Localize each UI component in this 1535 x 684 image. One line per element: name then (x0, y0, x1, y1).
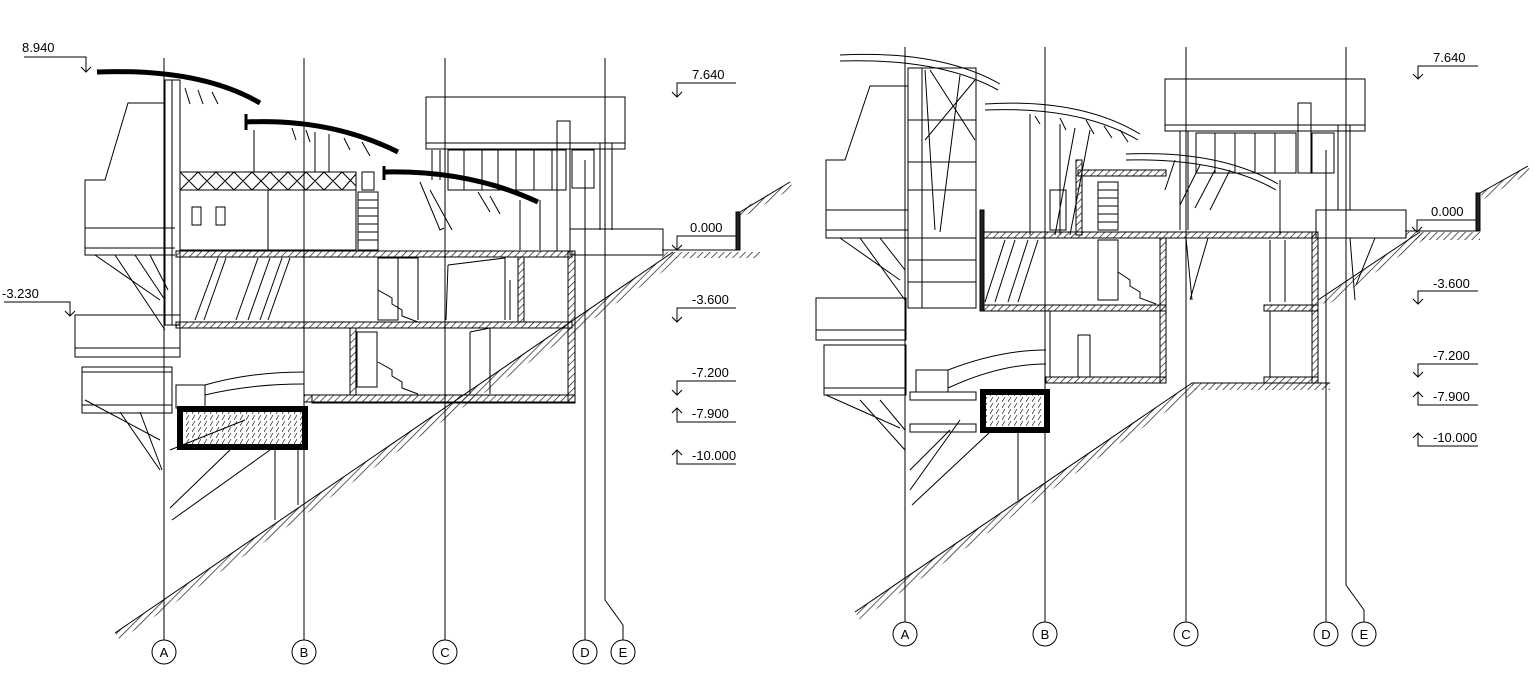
right-axis-e-bubble (1351, 621, 1377, 647)
right-axis-a-bubble (892, 621, 918, 647)
right-roof-1 (839, 53, 1001, 85)
right-level-floor-2: -7.200 (1433, 348, 1470, 363)
right-axis-line-e (1345, 47, 1365, 622)
left-balcony-railing (179, 171, 357, 191)
right-axis-b-label: B (1041, 627, 1050, 642)
left-slab-1 (175, 321, 573, 329)
left-axis-b-label: B (300, 645, 309, 660)
left-tank (177, 406, 308, 450)
left-labels: 8.940 7.640 0.000 -3.230 -3.600 -7.200 -… (2, 40, 736, 660)
left-level-lower-terrace: -3.230 (2, 286, 39, 301)
left-axis-e-label: E (619, 645, 628, 660)
right-roof-3 (1125, 153, 1279, 185)
left-roof-3 (383, 169, 540, 205)
left-level-roof: 7.640 (692, 67, 725, 82)
left-axis-e-bubble (610, 639, 636, 665)
right-lower-curved-roof (947, 349, 1047, 389)
left-axis-d-label: D (580, 645, 589, 660)
left-level-ground: 0.000 (690, 220, 723, 235)
left-roof-2 (245, 119, 400, 155)
left-roof-1 (96, 69, 262, 106)
right-slab-0 (979, 231, 1319, 239)
right-axis-a-label: A (901, 627, 910, 642)
right-ground-hatch (855, 383, 1198, 620)
right-slab-1 (979, 304, 1167, 312)
left-axis-bubbles (151, 639, 636, 665)
left-ground-upper-hatch (662, 252, 760, 258)
right-axis-b-bubble (1032, 621, 1058, 647)
right-level-foundation: -10.000 (1433, 430, 1477, 445)
left-level-foundation: -10.000 (692, 448, 736, 463)
left-axis-b-bubble (291, 639, 317, 665)
left-upper-slope-hatch (737, 182, 793, 217)
right-level-roof: 7.640 (1433, 50, 1466, 65)
right-ground-line (854, 382, 1193, 613)
left-level-floor-2: -7.200 (692, 365, 729, 380)
right-level-floor-3: -7.900 (1433, 389, 1470, 404)
left-axis-line-e (604, 58, 624, 640)
right-retaining-wall (1475, 192, 1481, 232)
left-level-roof-top: 8.940 (22, 40, 55, 55)
right-tank (980, 389, 1050, 433)
right-axis-d-label: D (1321, 627, 1330, 642)
left-rear-wall (567, 250, 576, 404)
right-level-floor-1: -3.600 (1433, 276, 1470, 291)
left-ground-line (114, 251, 674, 634)
right-upper-room (1077, 169, 1167, 177)
right-section (815, 47, 1531, 647)
left-retaining-wall (735, 211, 741, 251)
right-roof-2 (984, 102, 1141, 135)
left-axis-c-bubble (432, 639, 458, 665)
right-axis-d-bubble (1313, 621, 1339, 647)
left-axis-c-label: C (440, 645, 449, 660)
left-axis-a-label: A (160, 645, 169, 660)
left-section (4, 56, 793, 665)
right-pavilion-roof (1164, 78, 1366, 132)
left-pavilion-roof (425, 96, 626, 150)
right-axis-e-label: E (1360, 627, 1369, 642)
left-level-floor-3: -7.900 (692, 406, 729, 421)
right-axis-c-bubble (1173, 621, 1199, 647)
left-lower-curved-roof (204, 371, 305, 396)
left-axis-d-bubble (572, 639, 598, 665)
right-level-ground: 0.000 (1431, 204, 1464, 219)
right-axis-bubbles (892, 621, 1377, 647)
right-labels: 7.640 0.000 -3.600 -7.200 -7.900 -10.000… (901, 50, 1477, 642)
left-axis-a-bubble (151, 639, 177, 665)
right-axis-c-label: C (1181, 627, 1190, 642)
left-ground-hatch (115, 252, 680, 640)
left-level-floor-1: -3.600 (692, 292, 729, 307)
left-slab-0 (175, 250, 573, 258)
